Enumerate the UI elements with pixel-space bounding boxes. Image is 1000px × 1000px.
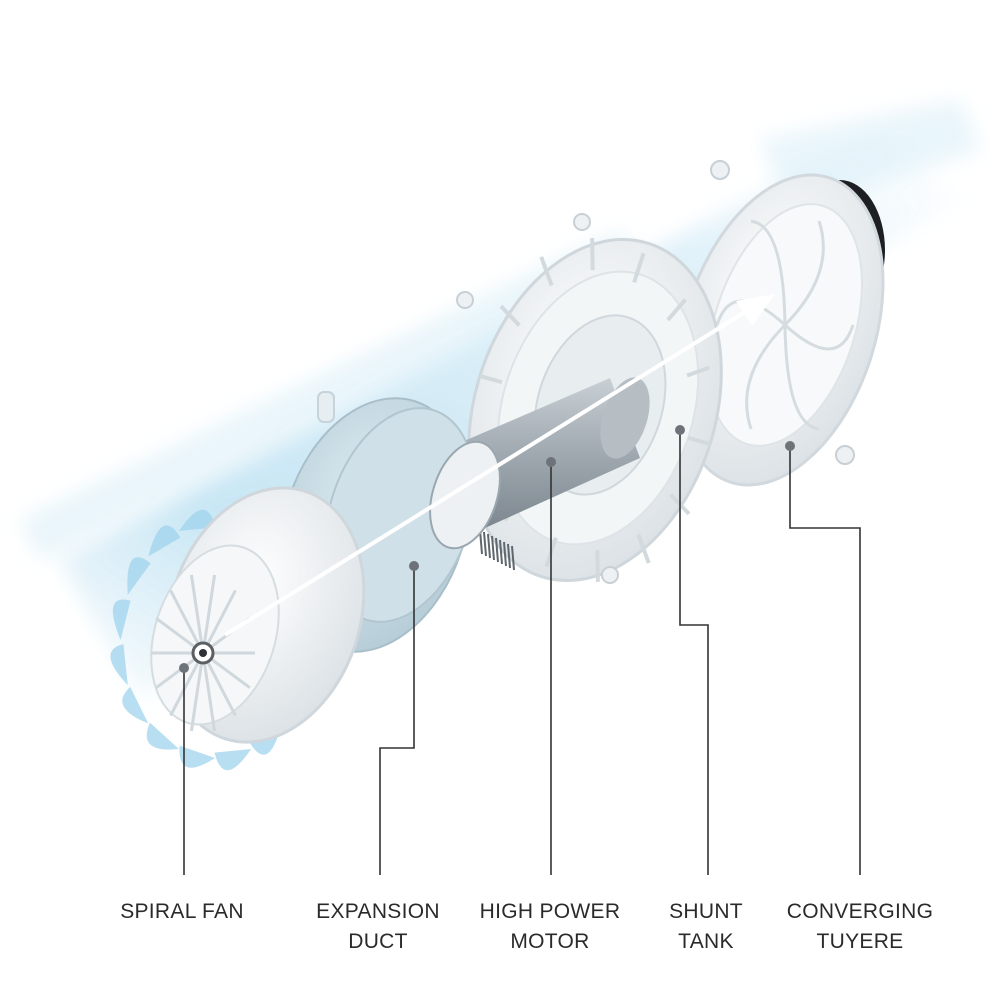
swirl-petal (112, 599, 131, 640)
shunt-rib (686, 365, 711, 378)
shunt-rib (499, 304, 521, 327)
tuyere-blade (783, 324, 820, 431)
leader-shunt-tank (675, 425, 709, 875)
leader-lines (179, 425, 861, 875)
shunt-rib (595, 549, 600, 582)
swirl-petal (179, 745, 215, 768)
label-spiral-fan: SPIRAL FAN (92, 897, 272, 927)
shunt-rib (632, 252, 646, 284)
motor-vent (483, 531, 487, 557)
fan-blade (169, 589, 205, 654)
tuyere-blade (750, 219, 787, 326)
shunt-rib (478, 373, 503, 385)
fan-blade (201, 652, 237, 717)
leader-spiral-fan (179, 663, 189, 875)
label-shunt-tank-line2: TANK (678, 930, 734, 953)
leader-expansion-duct (379, 561, 419, 875)
fan-blade (169, 652, 205, 717)
tuyere-blade (783, 323, 855, 351)
label-shunt-tank: SHUNT TANK (616, 897, 796, 957)
motor-vent (495, 537, 499, 563)
shunt-rib (666, 298, 687, 322)
label-converging-tuyere: CONVERGING TUYERE (770, 897, 950, 957)
shunt-rib (590, 238, 595, 271)
motor-vent (487, 533, 491, 559)
motor-vent (507, 543, 511, 569)
tuyere-blade (783, 220, 825, 327)
motor-vent (499, 539, 503, 565)
shunt-rib (636, 533, 651, 564)
leader-high-power-motor (546, 457, 556, 875)
shunt-rib (687, 435, 712, 447)
motor-vent (491, 535, 495, 561)
tuyere-blade (745, 323, 787, 430)
swirl-petal (148, 525, 181, 557)
label-expansion-duct: EXPANSION DUCT (288, 897, 468, 957)
label-converging-tuyere-line1: CONVERGING (786, 900, 934, 923)
label-high-power-motor-line1: HIGH POWER (479, 900, 621, 923)
label-shunt-tank-line1: SHUNT (669, 900, 743, 923)
label-high-power-motor: HIGH POWER MOTOR (460, 897, 640, 957)
fan-blade (201, 574, 217, 654)
swirl-petal (110, 644, 128, 686)
fan-blade (189, 652, 205, 732)
airflow-arrow (223, 294, 775, 637)
motor-vent (503, 541, 507, 567)
motor-vent (511, 545, 515, 571)
label-spiral-fan-line1: SPIRAL FAN (120, 900, 244, 923)
shunt-rib (539, 256, 554, 287)
fan-blade (201, 652, 217, 732)
fan-blade (201, 589, 237, 654)
swirl-petal (214, 749, 252, 771)
label-converging-tuyere-line2: TUYERE (816, 930, 904, 953)
label-expansion-duct-line1: EXPANSION (316, 900, 440, 923)
converging-tuyere-part (573, 160, 885, 487)
leader-converging-tuyere (785, 441, 861, 875)
swirl-petal (127, 557, 151, 595)
label-expansion-duct-line2: DUCT (348, 930, 408, 953)
swirl-petal (122, 686, 149, 724)
swirl-petal (178, 509, 216, 531)
label-high-power-motor-line2: MOTOR (510, 930, 590, 953)
swirl-petal (146, 722, 179, 750)
fan-blade (189, 574, 205, 654)
